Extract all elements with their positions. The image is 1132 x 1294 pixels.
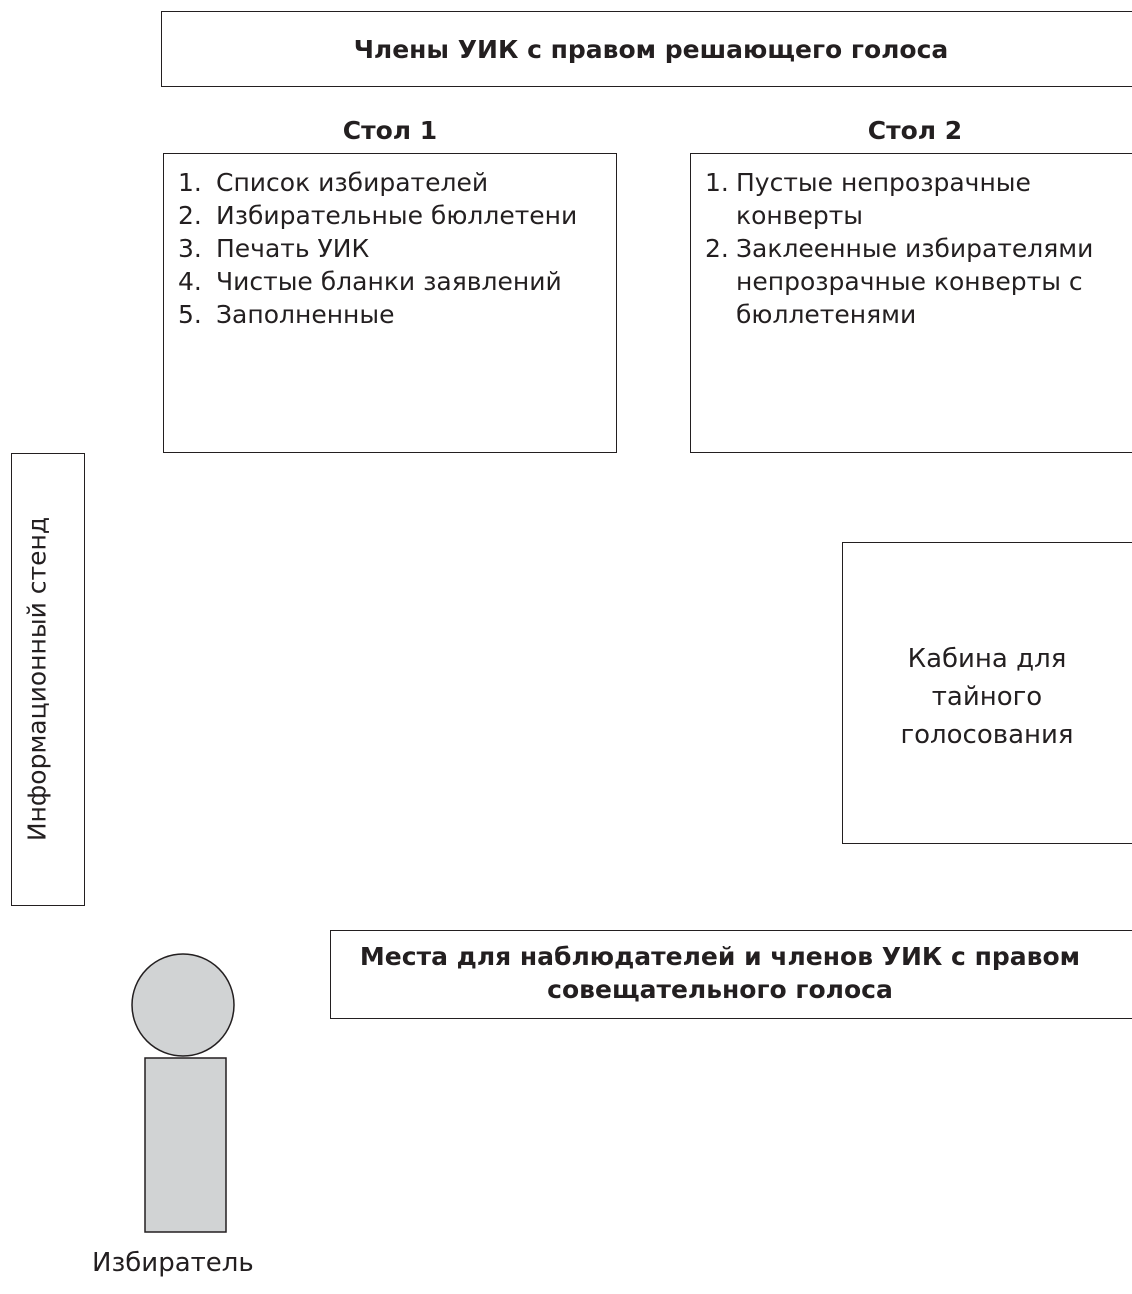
table2-item: 2.Заклеенные избирателями непрозрачные к…: [705, 232, 1132, 331]
item-number: 2.: [705, 234, 729, 263]
table2-box: 1.Пустые непрозрачные конверты 2.Заклеен…: [690, 153, 1132, 453]
item-text: Заклеенные избирателями непрозрачные кон…: [736, 234, 1094, 329]
table1-box: 1. Список избирателей 2. Избирательные бюл…: [163, 153, 617, 453]
voter-figure-icon: [131, 953, 235, 1233]
item-text: Список избирателей: [216, 168, 489, 197]
observers-box: [330, 930, 1132, 1019]
table1-item: 5. Заполненные: [178, 298, 586, 331]
table1-item: 1. Список избирателей: [178, 166, 586, 199]
table1-item: 4. Чистые бланки заявлений: [178, 265, 586, 298]
voter-head: [131, 953, 235, 1057]
table1-item: 3. Печать УИК: [178, 232, 586, 265]
item-text: Избирательные бюллетени: [216, 201, 578, 230]
item-number: 1.: [178, 168, 202, 197]
table1-list: 1. Список избирателей 2. Избирательные бюл…: [178, 166, 586, 331]
members-title: Члены УИК с правом решающего голоса: [353, 34, 949, 64]
item-text: Пустые непрозрачные конверты: [736, 168, 1031, 230]
item-number: 4.: [178, 267, 202, 296]
booth-line: Кабина для: [907, 644, 1067, 674]
item-number: 5.: [178, 300, 202, 329]
observers-label: Места для наблюдателей и членов УИК с пр…: [359, 942, 1081, 1004]
table2-list: 1.Пустые непрозрачные конверты 2.Заклеен…: [705, 166, 1132, 331]
voting-booth-label: Кабина для тайного голосования: [842, 640, 1132, 754]
table2-item: 1.Пустые непрозрачные конверты: [705, 166, 1132, 232]
table1-item: 2. Избирательные бюллетени: [178, 199, 586, 232]
voting-booth-box: [842, 542, 1132, 844]
table2-title: Стол 2: [867, 116, 963, 145]
item-number: 3.: [178, 234, 202, 263]
item-text: Чистые бланки заявлений: [216, 267, 562, 296]
table1-title: Стол 1: [342, 116, 438, 145]
item-text: Заполненные: [216, 300, 395, 329]
item-text: Печать УИК: [216, 234, 370, 263]
item-number: 2.: [178, 201, 202, 230]
booth-line: голосования: [900, 720, 1074, 750]
voter-body: [144, 1057, 227, 1233]
item-number: 1.: [705, 168, 729, 197]
members-box: Члены УИК с правом решающего голоса: [161, 11, 1132, 87]
booth-line: тайного: [931, 682, 1043, 712]
info-stand-box: [11, 453, 85, 906]
voter-label: Избиратель: [92, 1248, 254, 1278]
info-stand-label: Информационный стенд: [22, 516, 52, 842]
